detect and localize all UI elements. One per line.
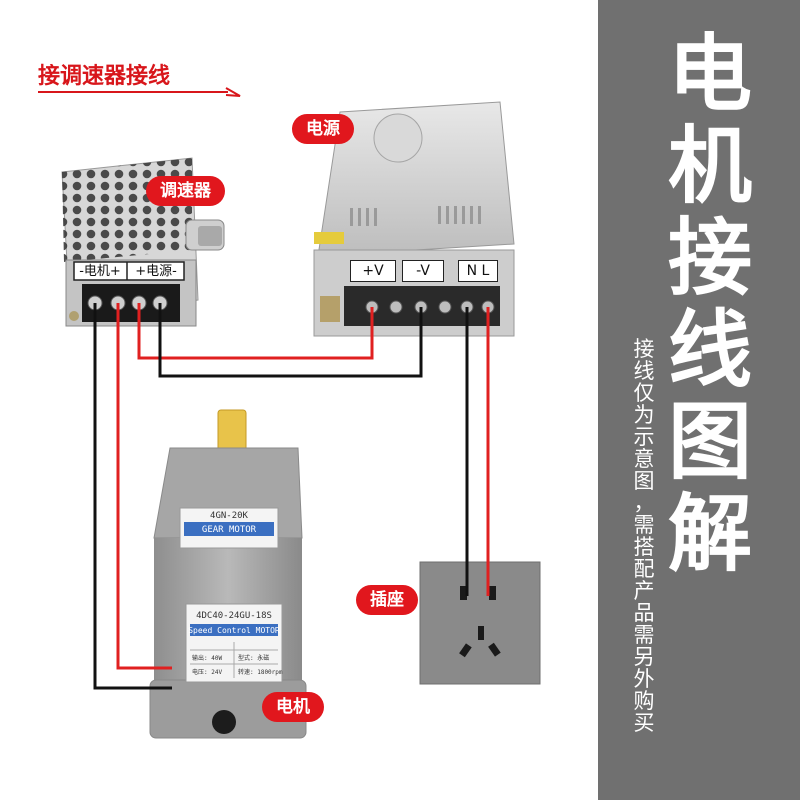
- motor: [149, 409, 307, 739]
- title-arrow: [38, 87, 241, 97]
- wire-red-psu-plus: [137, 303, 374, 360]
- wire-black-motor-minus: [93, 303, 172, 690]
- socket-label: 插座: [356, 585, 418, 615]
- motor-label: 电机: [262, 692, 324, 722]
- wires: [93, 303, 490, 690]
- right-sidebar: [598, 0, 800, 800]
- spec-speed-text: 转速: 1800rpm: [238, 668, 283, 676]
- sidebar-title: 电机接线图解: [667, 25, 752, 583]
- sidebar-note: 接线仅为示意图，需搭配产品需另外购买: [633, 337, 655, 735]
- page-title: 接调速器接线: [38, 64, 171, 89]
- psu-nl-label: N L: [458, 260, 498, 282]
- motor-model-text: 4DC40-24GU-18S: [196, 611, 272, 621]
- spec-type-text: 型式: 永磁: [238, 654, 269, 662]
- speed-controller-label: 调速器: [146, 176, 225, 206]
- motor-plate-text: 4GN-20K GEAR MOTOR 4DC40-24GU-18S Speed …: [188, 511, 283, 676]
- wire-black-psu-minus: [158, 303, 423, 378]
- psu-vplus-label: +V: [350, 260, 396, 282]
- spec-voltage-text: 电压: 24V: [192, 668, 222, 676]
- motor-type-text: Speed Control MOTOR: [188, 626, 280, 635]
- spec-output-text: 输出: 40W: [192, 654, 222, 662]
- wire-red-motor-plus: [116, 303, 172, 670]
- psu-vminus-label: -V: [402, 260, 444, 282]
- controller-power-terminal-label: +电源-: [135, 264, 177, 279]
- gear-model-text: 4GN-20K: [210, 511, 249, 521]
- gear-motor-text: GEAR MOTOR: [202, 525, 257, 535]
- power-supply-label: 电源: [292, 114, 354, 144]
- wall-socket: [419, 561, 541, 685]
- controller-motor-terminal-label: -电机+: [79, 264, 121, 279]
- controller-terminal-bar: [73, 261, 185, 281]
